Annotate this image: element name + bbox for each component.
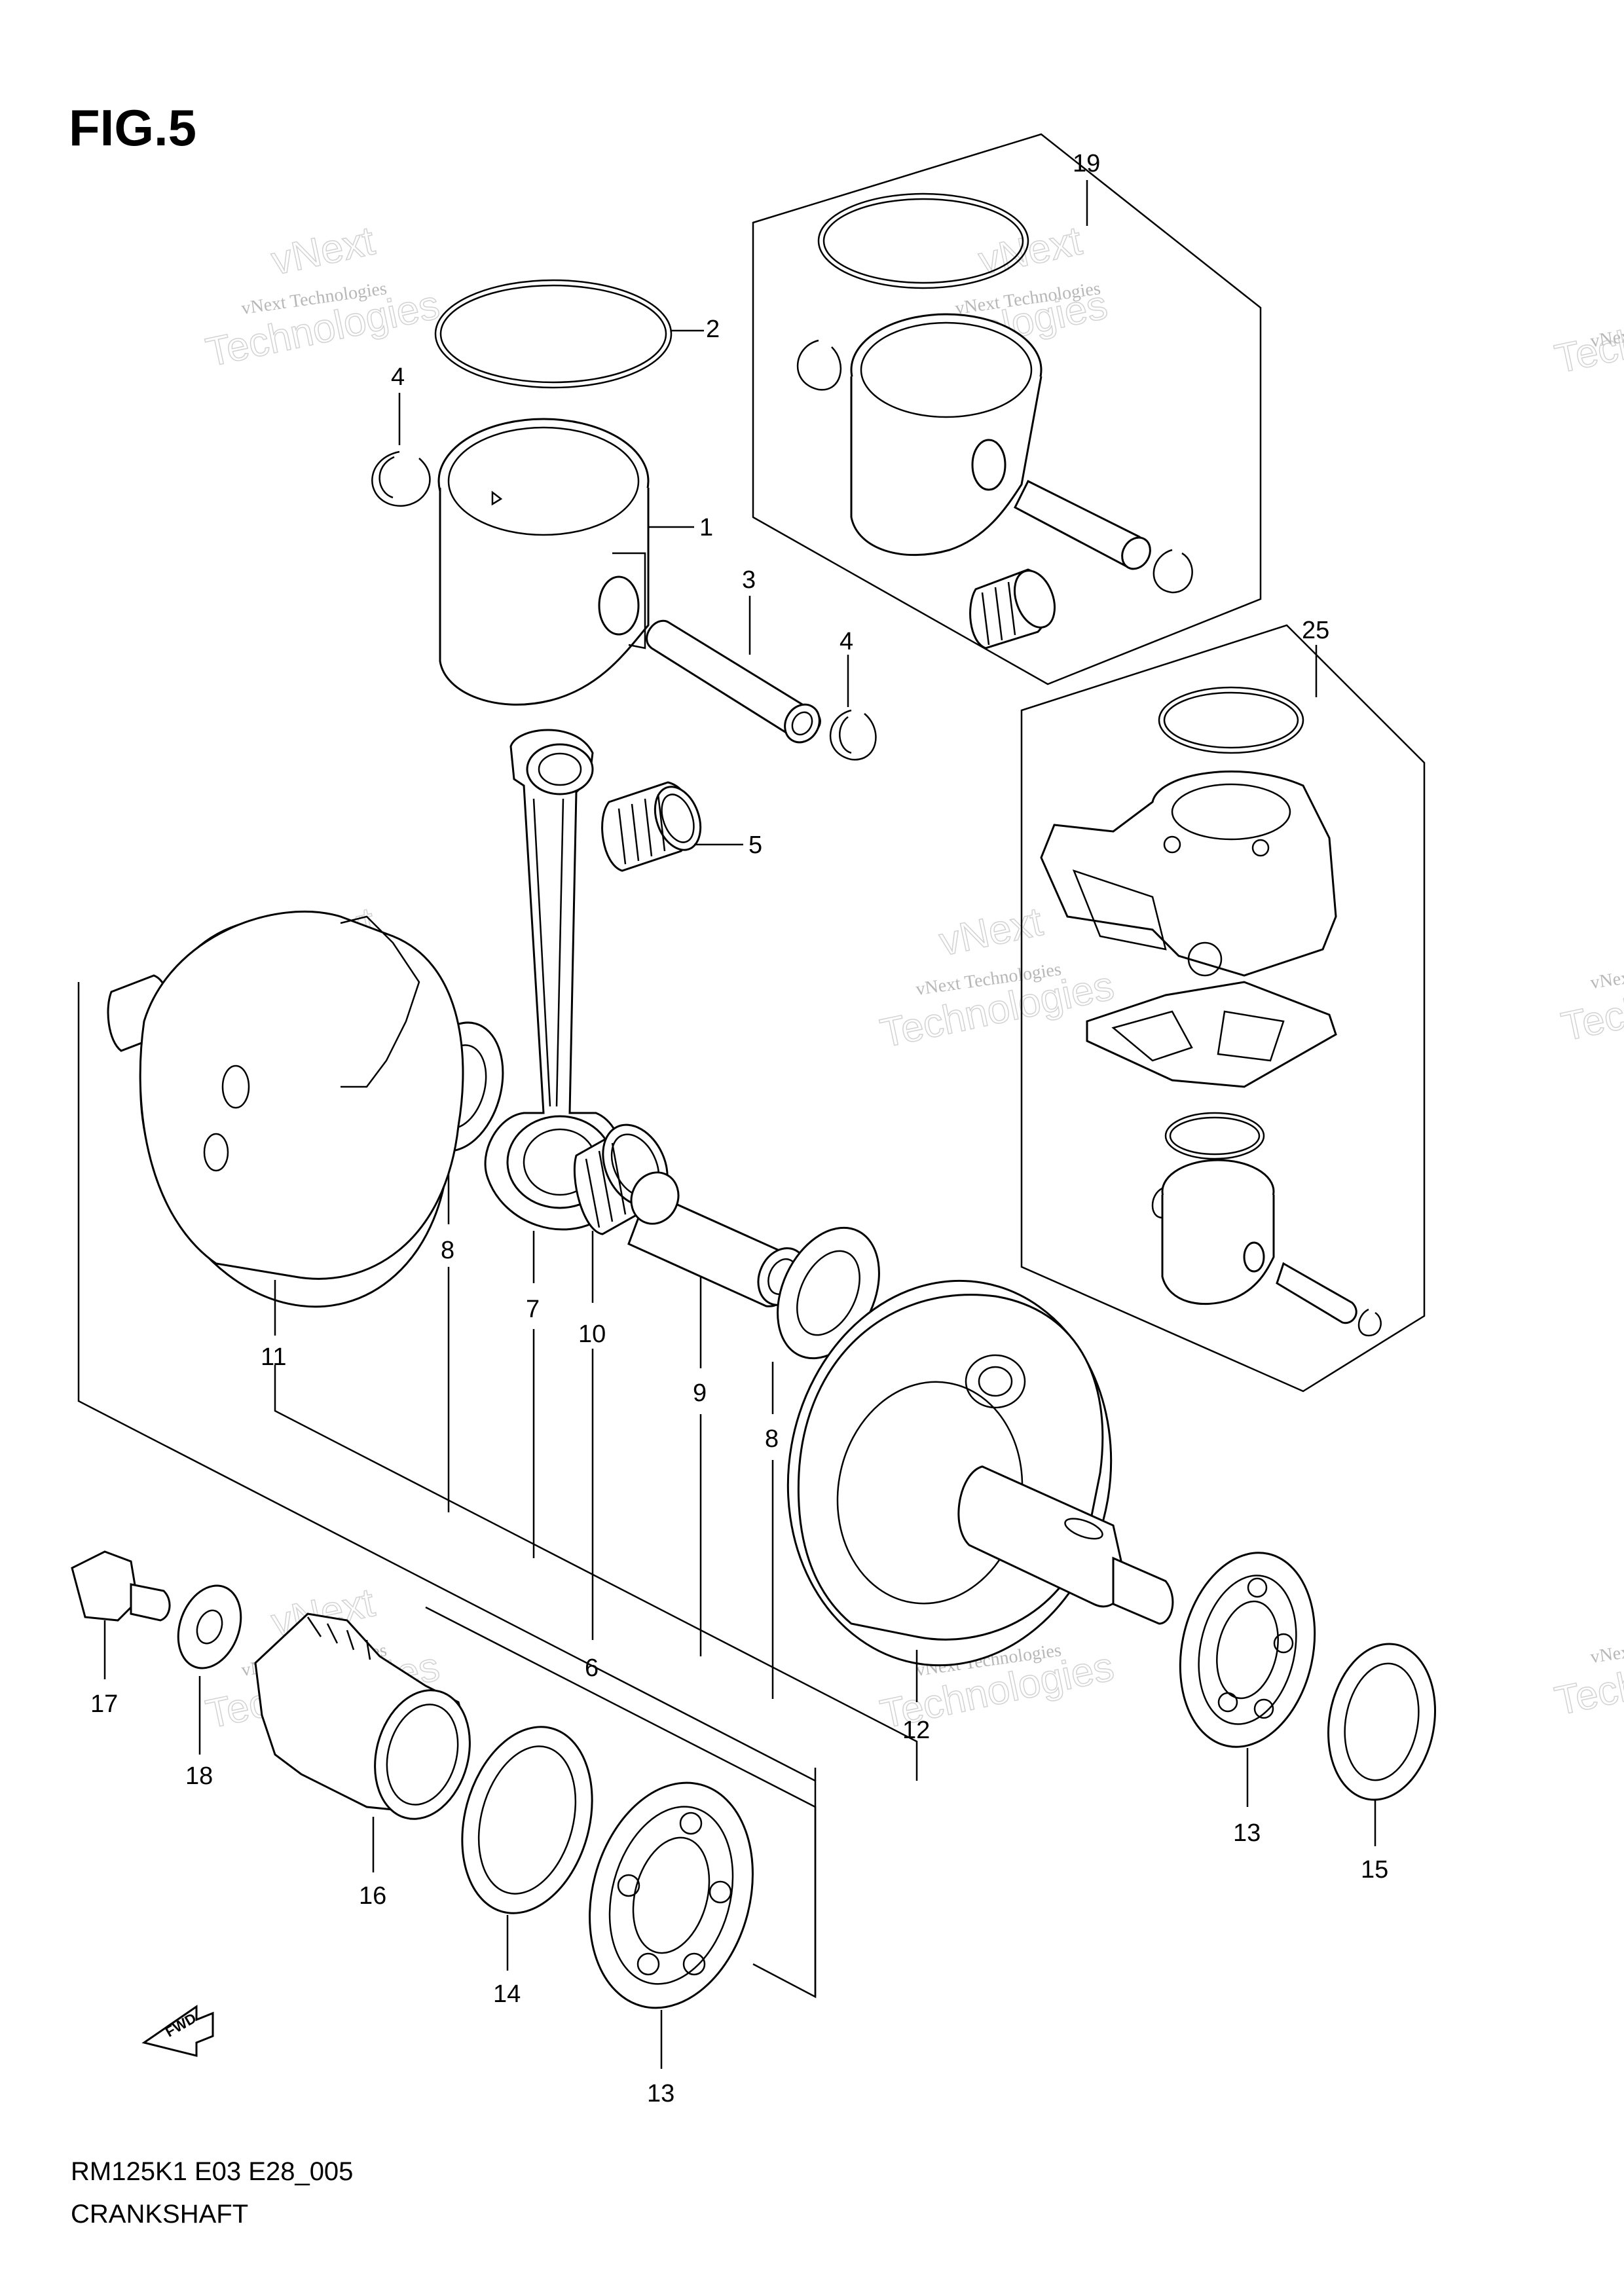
cylinder-kit-group-box xyxy=(1020,624,1426,1393)
crankshaft-right-half xyxy=(786,1279,1174,1667)
callout-8: 8 xyxy=(441,1237,454,1264)
callout-12: 12 xyxy=(902,1717,930,1744)
small-end-bearing xyxy=(601,781,702,872)
callout-2: 2 xyxy=(706,316,720,343)
callout-6: 6 xyxy=(585,1654,599,1682)
piston-pin-circlip xyxy=(371,450,431,507)
callout-3: 3 xyxy=(742,566,756,594)
starter-gear-washer xyxy=(177,1584,242,1669)
callout-14: 14 xyxy=(493,1980,521,2008)
forward-direction-arrow: FWD xyxy=(141,2005,214,2057)
watermark-text: vNext xyxy=(936,899,1046,964)
crank-halves-bracket xyxy=(274,1365,918,1781)
piston xyxy=(437,418,650,706)
model-code-caption: RM125K1 E03 E28_005 xyxy=(71,2157,353,2186)
callout-8: 8 xyxy=(765,1425,779,1453)
crankshaft-oil-seal xyxy=(461,1726,593,1914)
piston-kit-contents xyxy=(796,192,1193,649)
piston-pin xyxy=(646,619,821,744)
callout-9: 9 xyxy=(693,1379,707,1407)
watermark-text: vNext Technologies xyxy=(1589,953,1624,993)
callout-15: 15 xyxy=(1361,1856,1388,1884)
callout-10: 10 xyxy=(578,1321,606,1348)
callout-7: 7 xyxy=(526,1296,540,1323)
piston-kit-group-box xyxy=(752,133,1262,685)
callout-18: 18 xyxy=(185,1762,213,1790)
callout-5: 5 xyxy=(748,831,762,859)
callout-4: 4 xyxy=(391,363,405,391)
callout-25: 25 xyxy=(1302,617,1329,644)
callout-17: 17 xyxy=(90,1690,118,1718)
section-title-caption: CRANKSHAFT xyxy=(71,2200,248,2229)
cylinder-kit-contents xyxy=(1040,686,1382,1337)
watermark-text: vNext Technologies xyxy=(1589,1627,1624,1667)
crank-main-bearing xyxy=(589,1781,754,2009)
watermark-text: Technologies xyxy=(1551,289,1624,382)
callout-16: 16 xyxy=(359,1882,386,1910)
watermark-text: vNext xyxy=(268,218,378,283)
callout-13: 13 xyxy=(647,2080,674,2107)
callout-13: 13 xyxy=(1233,1819,1261,1847)
crankshaft-left-half xyxy=(107,911,464,1308)
callout-1: 1 xyxy=(699,514,713,541)
callout-19: 19 xyxy=(1073,150,1100,177)
primary-drive-gear xyxy=(254,1613,471,1820)
callout-4: 4 xyxy=(840,628,853,655)
piston-ring xyxy=(434,279,673,389)
starter-parts-bracket xyxy=(425,1606,817,1997)
callout-labels: 2 4 1 3 4 5 8 7 10 9 8 11 6 12 13 15 17 … xyxy=(90,150,1388,2107)
crankshaft-oil-seal xyxy=(1327,1643,1436,1801)
callout-11: 11 xyxy=(261,1343,286,1371)
piston-pin-circlip xyxy=(829,709,877,761)
crank-main-bearing xyxy=(1179,1552,1316,1748)
starter-gear-bolt xyxy=(71,1550,171,1622)
figure-label: FIG.5 xyxy=(69,99,196,156)
watermark-text: vNext xyxy=(975,218,1086,283)
